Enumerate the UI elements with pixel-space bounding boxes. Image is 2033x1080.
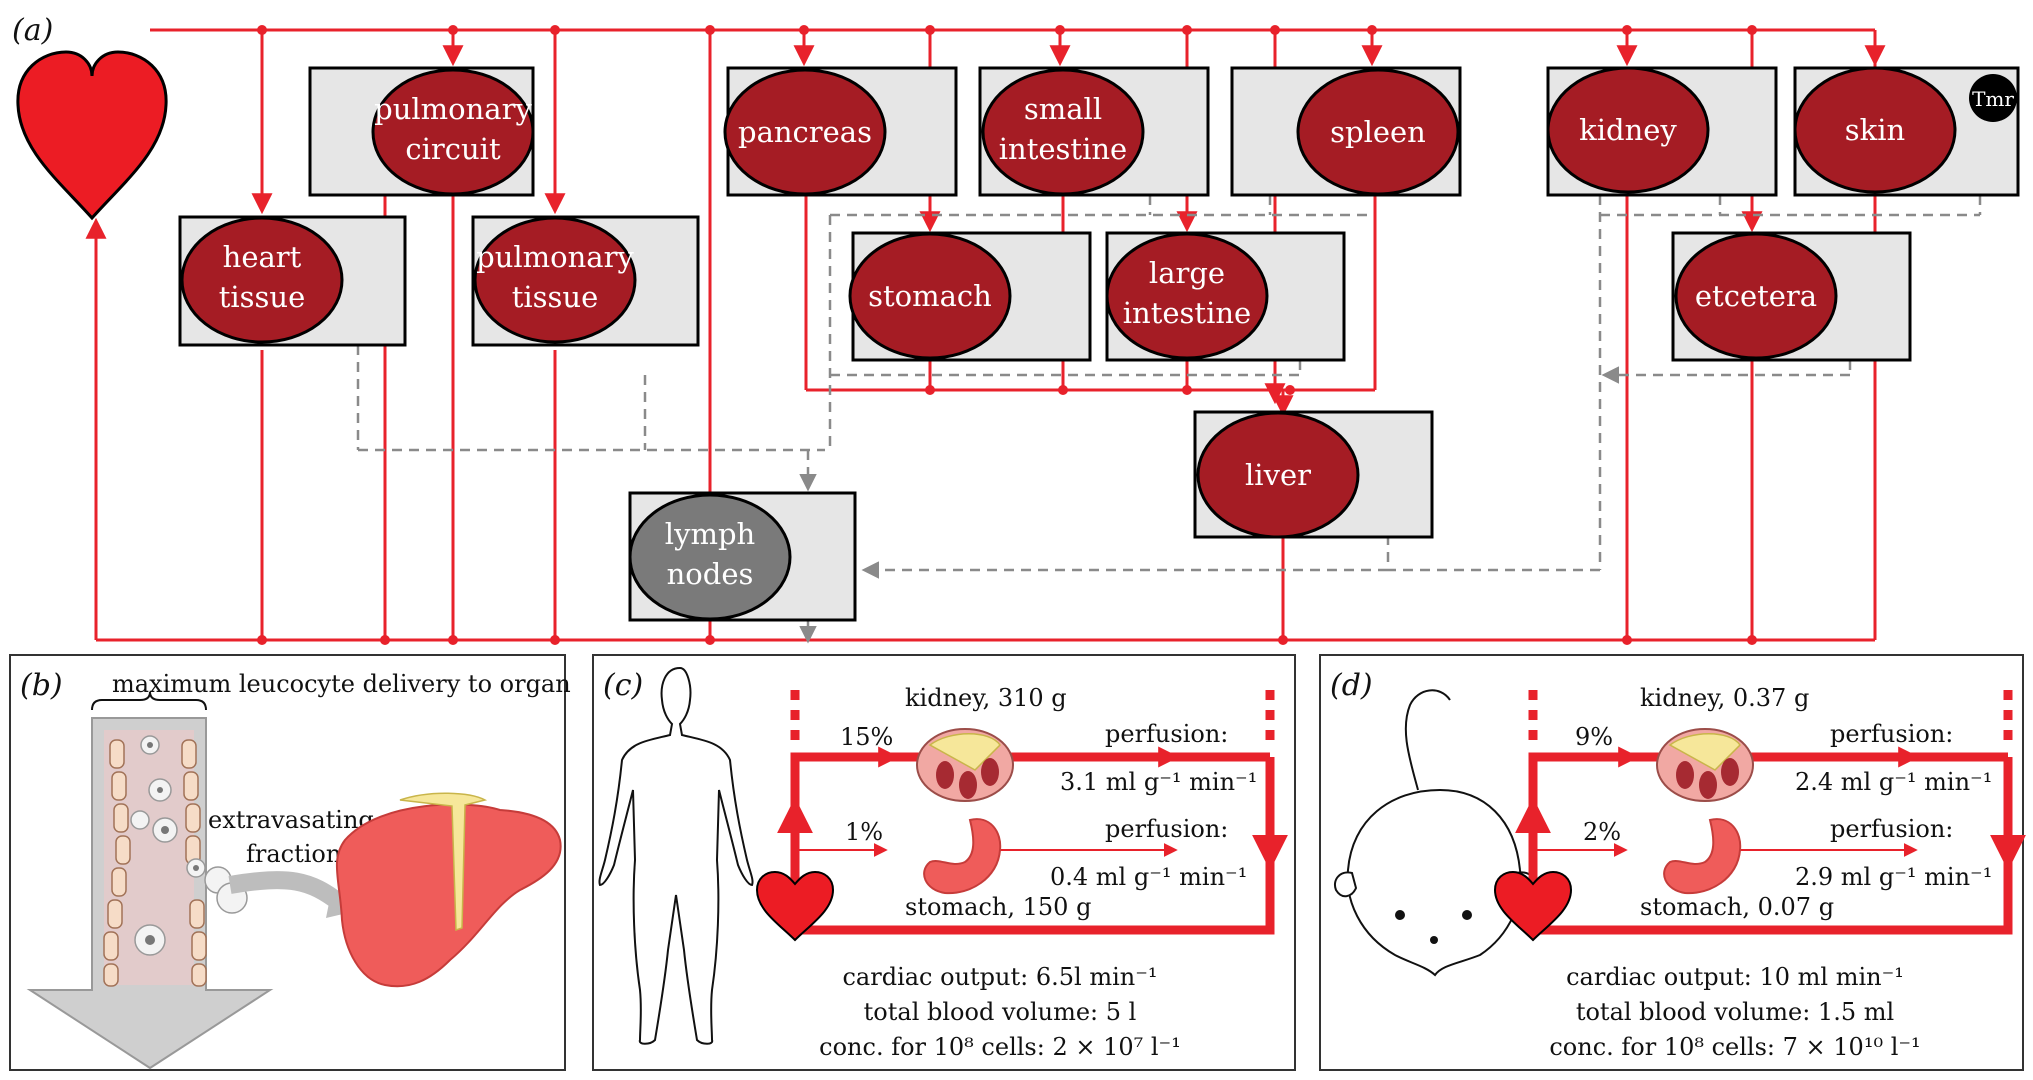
perfusion-label: perfusion: [1830, 720, 1953, 748]
perfusion-value: 0.4 ml g⁻¹ min⁻¹ [1050, 863, 1247, 891]
organ-label: lymph [665, 517, 755, 551]
gallbladder-icon [399, 792, 488, 932]
panel-b-label: (b) [20, 668, 63, 703]
organ-large-intestine: large intestine [1105, 231, 1346, 362]
panel-c-label: (c) [603, 668, 643, 703]
organ-label: etcetera [1695, 279, 1817, 313]
organ-label: small [1024, 92, 1102, 126]
junction-dots [257, 25, 1757, 645]
kidney-label: kidney, 310 g [905, 684, 1067, 712]
stat-concentration: conc. for 10⁸ cells: 2 × 10⁷ l⁻¹ [819, 1033, 1181, 1061]
organ-label: tissue [512, 280, 599, 314]
organ-label: heart [223, 240, 302, 274]
stomach-percent: 2% [1583, 818, 1621, 846]
liver-icon [335, 803, 562, 988]
organ-etcetera: etcetera [1671, 231, 1912, 362]
heart-icon [1493, 870, 1573, 942]
organ-label: intestine [1123, 296, 1251, 330]
organ-label: spleen [1330, 115, 1426, 149]
panel-d-label: (d) [1330, 668, 1373, 703]
renal-pelvis-icon [928, 733, 1001, 771]
organ-heart-tissue: heart tissue [178, 215, 407, 347]
kidney-label: kidney, 0.37 g [1640, 684, 1809, 712]
organ-skin: skin Tmr [1793, 66, 2020, 197]
organ-label: stomach [868, 279, 992, 313]
organ-label: pulmonary [374, 92, 532, 126]
heart-icon [16, 50, 168, 221]
renal-pyramids [936, 758, 999, 799]
brace [91, 691, 207, 711]
organ-pulmonary-tissue: pulmonary tissue [471, 215, 700, 347]
stomach-label: stomach, 150 g [905, 893, 1091, 921]
panel-b: (b) maximum leucocyte delivery to organ [9, 654, 571, 1071]
stat-cardiac-output: cardiac output: 10 ml min⁻¹ [1566, 963, 1904, 991]
leucocyte-nuclei [145, 742, 199, 945]
extravasating-label: fraction [246, 840, 341, 868]
organ-liver: liver [1193, 410, 1434, 539]
stomach-label: stomach, 0.07 g [1640, 893, 1834, 921]
renal-pyramids [1676, 758, 1739, 799]
organ-label: large [1149, 256, 1225, 290]
perfusion-label: perfusion: [1105, 720, 1228, 748]
kidney-percent: 15% [840, 723, 893, 751]
organ-stomach: stomach [848, 231, 1092, 362]
panel-a-label: (a) [12, 13, 53, 48]
organ-kidney: kidney [1546, 66, 1778, 197]
organ-spleen: spleen [1230, 66, 1462, 197]
perfusion-label: perfusion: [1830, 815, 1953, 843]
organ-small-intestine: small intestine [978, 66, 1210, 197]
stat-concentration: conc. for 10⁸ cells: 7 × 10¹⁰ l⁻¹ [1549, 1033, 1920, 1061]
organ-lymph-nodes: lymph nodes [628, 491, 857, 622]
stomach-icon [923, 818, 1002, 895]
renal-pelvis-icon [1668, 733, 1741, 771]
extravasating-label: extravasating [208, 806, 374, 834]
organ-label: pancreas [738, 115, 872, 149]
organ-label: pulmonary [476, 240, 634, 274]
organ-label: kidney [1579, 113, 1677, 147]
perfusion-value: 2.9 ml g⁻¹ min⁻¹ [1795, 863, 1992, 891]
organ-label: circuit [405, 132, 501, 166]
endothelial-cells [103, 739, 207, 987]
organ-label: intestine [999, 132, 1127, 166]
stomach-icon [1663, 818, 1742, 895]
organ-pulmonary-circuit: pulmonary circuit [308, 66, 535, 197]
organ-label: tissue [219, 280, 306, 314]
perfusion-value: 2.4 ml g⁻¹ min⁻¹ [1795, 768, 1992, 796]
stomach-percent: 1% [845, 818, 883, 846]
stat-blood-volume: total blood volume: 1.5 ml [1576, 998, 1894, 1026]
organ-label: nodes [667, 557, 754, 591]
panel-d: (d) kidney, 0.3 [1319, 654, 2026, 1071]
lymph-lines [356, 195, 1982, 644]
stat-blood-volume: total blood volume: 5 l [864, 998, 1137, 1026]
stat-cardiac-output: cardiac output: 6.5l min⁻¹ [842, 963, 1157, 991]
perfusion-value: 3.1 ml g⁻¹ min⁻¹ [1060, 768, 1257, 796]
human-silhouette-icon [598, 666, 754, 1045]
panel-c: (c) kidney, 310 g 15% perfusion: 3.1 ml … [592, 654, 1296, 1071]
perfusion-label: perfusion: [1105, 815, 1228, 843]
organ-label: liver [1245, 458, 1311, 492]
tumor-label: Tmr [1972, 87, 2014, 111]
tumor-marker [1969, 74, 2017, 122]
panel-b-title: maximum leucocyte delivery to organ [112, 670, 571, 698]
organ-pancreas: pancreas [723, 66, 958, 197]
heart-icon [755, 870, 835, 942]
organ-label: skin [1845, 113, 1905, 147]
kidney-percent: 9% [1575, 723, 1613, 751]
